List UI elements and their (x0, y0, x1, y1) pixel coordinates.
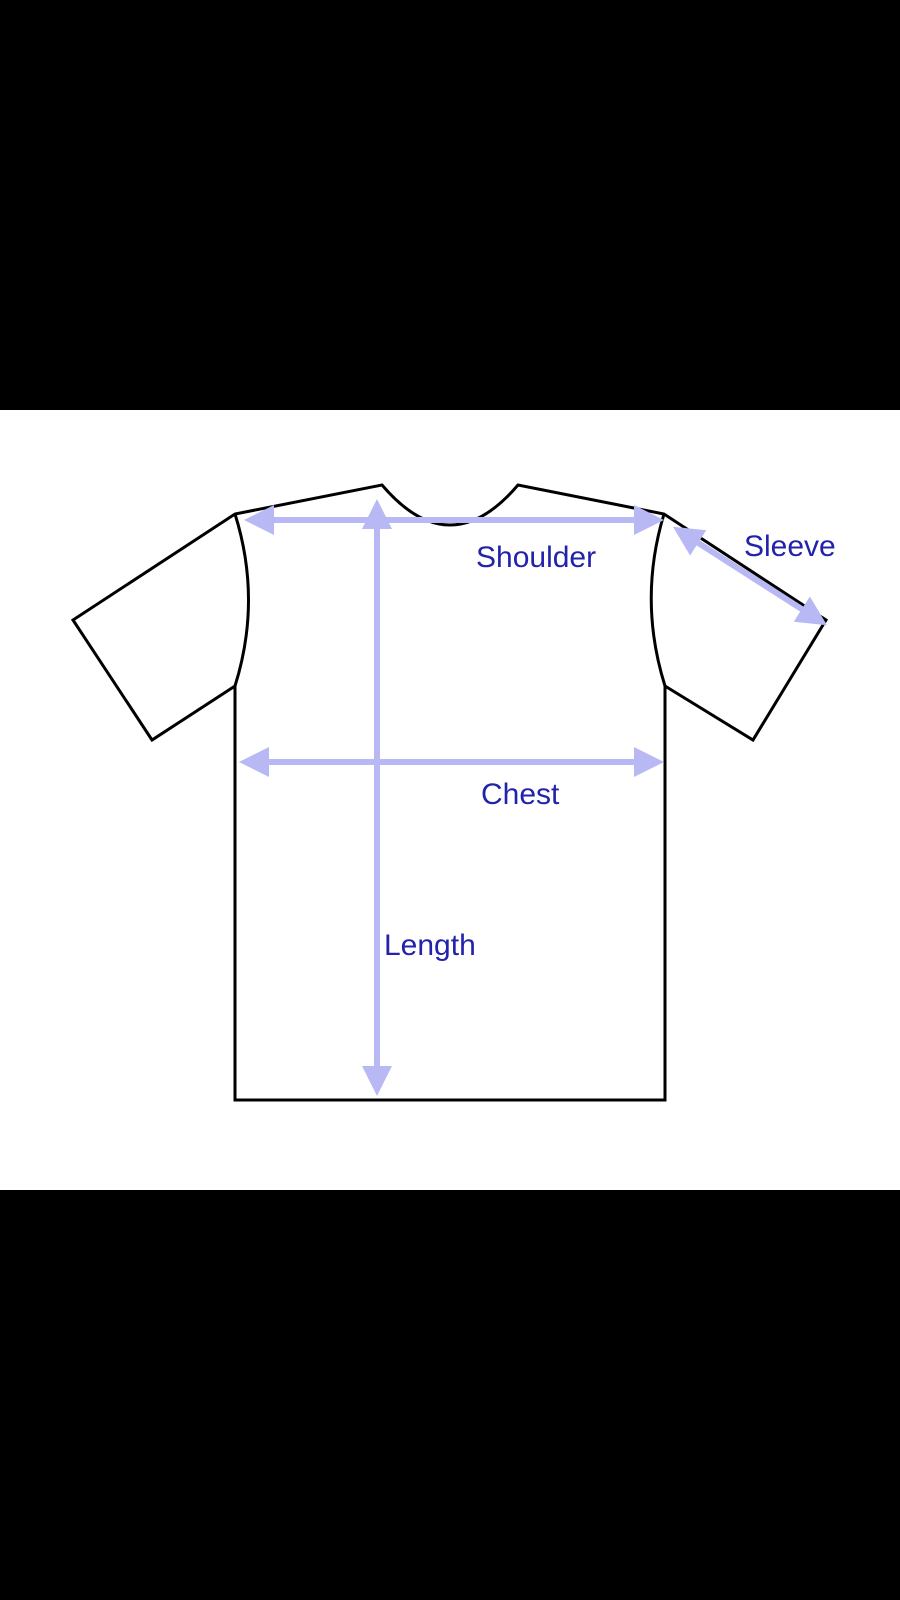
sleeve-arrow (672, 526, 828, 626)
letterbox-top (0, 0, 900, 410)
shoulder-label: Shoulder (476, 541, 596, 574)
tshirt-diagram: Shoulder Sleeve Chest Length (70, 483, 836, 1102)
length-label: Length (384, 929, 476, 962)
right-armhole-seam (649, 513, 667, 687)
tshirt-outline (70, 483, 829, 1102)
diagram-area: Shoulder Sleeve Chest Length (0, 410, 900, 1190)
chest-label: Chest (481, 778, 560, 811)
left-armhole-seam (233, 513, 250, 687)
sleeve-label: Sleeve (744, 530, 836, 563)
letterbox-bottom (0, 1190, 900, 1600)
